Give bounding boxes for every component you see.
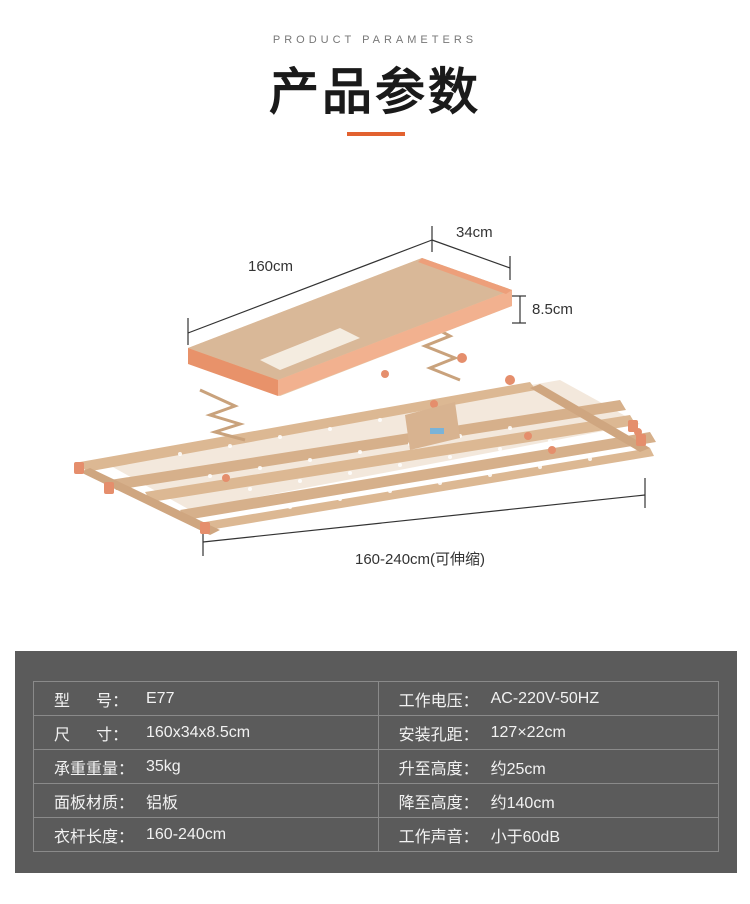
spec-label: 面板材质： (54, 792, 135, 812)
spec-cell: 承重重量： 35kg (33, 749, 379, 784)
drying-rack-frame (74, 318, 656, 535)
spec-value: 约25cm (490, 760, 546, 778)
spec-value: 160-240cm (146, 825, 227, 843)
ceiling-unit (188, 258, 512, 396)
spec-label: 型 号： (54, 690, 129, 710)
spec-value: 铝板 (146, 794, 179, 812)
spec-value: 约140cm (490, 794, 555, 812)
spec-value: E77 (146, 689, 175, 707)
spec-cell: 升至高度： 约25cm (377, 749, 720, 784)
dimension-extended-label: 160-240cm(可伸缩) (355, 551, 486, 568)
spec-value: 35kg (146, 757, 181, 775)
spec-row: 尺 寸： 160x34x8.5cm 安装孔距： 127×22cm (33, 715, 720, 750)
spec-label: 降至高度： (398, 792, 479, 812)
spec-row: 面板材质： 铝板 降至高度： 约140cm (33, 783, 720, 818)
spec-value: 127×22cm (490, 723, 566, 741)
spec-table: 型 号： E77 工作电压： AC-220V-50HZ 尺 寸： 160x34x8.5cm… (33, 681, 720, 852)
title-accent-bar (347, 132, 405, 136)
spec-cell: 安装孔距： 127×22cm (377, 715, 720, 750)
spec-cell: 降至高度： 约140cm (377, 783, 720, 818)
spec-row: 衣杆长度： 160-240cm 工作声音： 小于60dB (33, 817, 720, 852)
spec-label: 安装孔距： (398, 724, 479, 744)
product-image (74, 258, 656, 535)
dimension-width-label: 34cm (456, 224, 493, 241)
spec-value: 小于60dB (490, 828, 560, 846)
spec-label: 衣杆长度： (54, 826, 135, 846)
dimension-height-label: 8.5cm (532, 301, 573, 318)
dimension-length-label: 160cm (248, 258, 294, 275)
spec-label: 升至高度： (398, 758, 479, 778)
spec-value: 160x34x8.5cm (146, 723, 251, 741)
spec-label: 工作电压： (398, 690, 479, 710)
spec-label: 尺 寸： (54, 724, 129, 744)
spec-cell: 型 号： E77 (33, 681, 379, 716)
spec-label: 工作声音： (398, 826, 479, 846)
spec-cell: 工作声音： 小于60dB (377, 817, 720, 852)
spec-cell: 面板材质： 铝板 (33, 783, 379, 818)
spec-cell: 尺 寸： 160x34x8.5cm (33, 715, 379, 750)
spec-label: 承重重量： (54, 758, 135, 778)
page-subtitle: PRODUCT PARAMETERS (272, 34, 478, 46)
spec-value: AC-220V-50HZ (490, 689, 600, 707)
page-title: 产品参数 (269, 63, 481, 121)
spec-row: 型 号： E77 工作电压： AC-220V-50HZ (33, 681, 720, 716)
spec-row: 承重重量： 35kg 升至高度： 约25cm (33, 749, 720, 784)
spec-panel: 型 号： E77 工作电压： AC-220V-50HZ 尺 寸： 160x34x8.5cm… (15, 651, 737, 873)
spec-cell: 工作电压： AC-220V-50HZ (377, 681, 720, 716)
spec-cell: 衣杆长度： 160-240cm (33, 817, 379, 852)
